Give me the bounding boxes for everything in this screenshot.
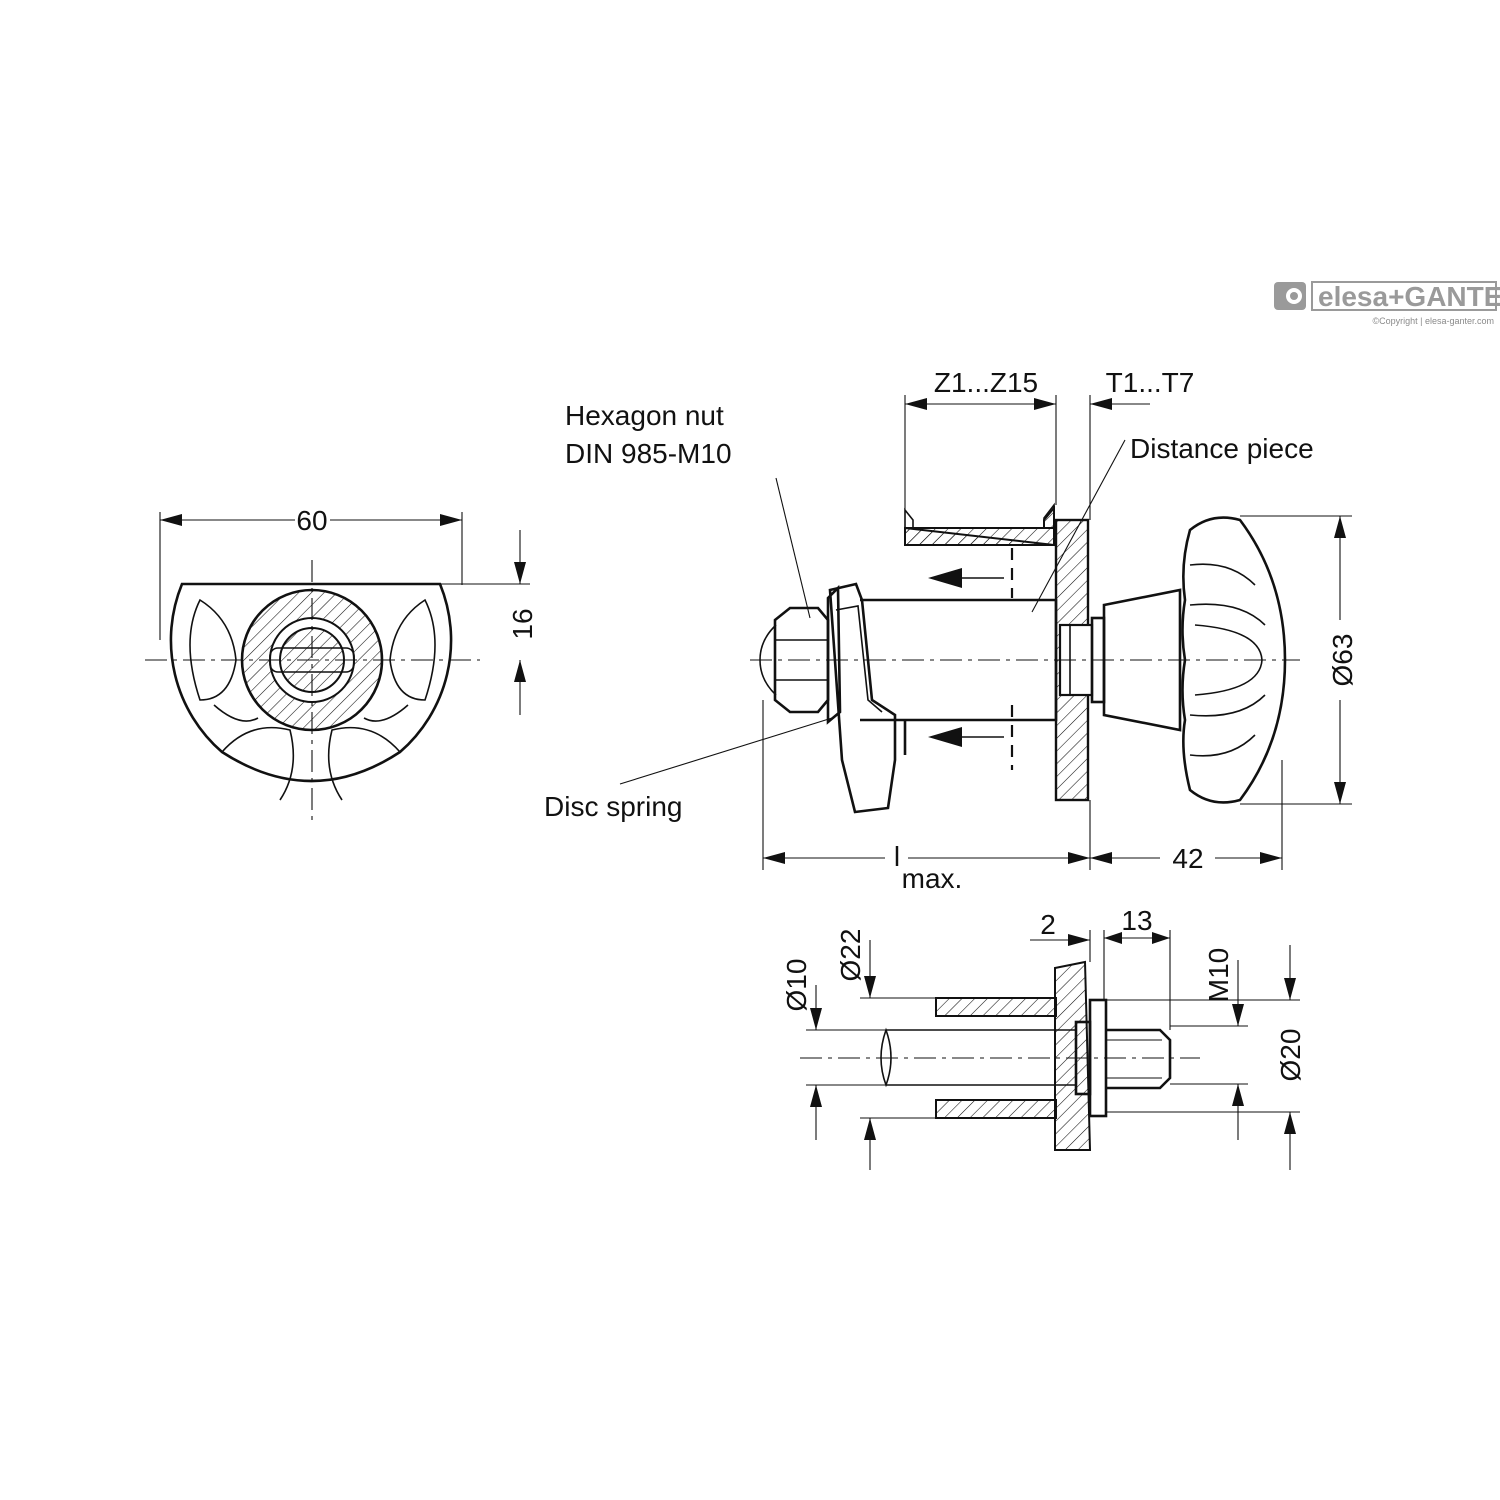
dim-len-13: 13 bbox=[1121, 905, 1152, 936]
dim-len-42: 42 bbox=[1172, 843, 1203, 874]
label-hexagon-nut: Hexagon nut bbox=[565, 400, 724, 431]
dim-z-range: Z1...Z15 bbox=[934, 367, 1038, 398]
label-disc-spring: Disc spring bbox=[544, 791, 682, 822]
label-distance-piece: Distance piece bbox=[1130, 433, 1314, 464]
dim-dia-20: Ø20 bbox=[1275, 1029, 1306, 1082]
dim-dia-10: Ø10 bbox=[781, 959, 812, 1012]
detail-view: Ø10 Ø22 2 13 M10 Ø20 bbox=[781, 905, 1306, 1170]
brand-logo: elesa+GANTER ©Copyright | elesa-ganter.c… bbox=[1274, 281, 1500, 326]
copyright-text: ©Copyright | elesa-ganter.com bbox=[1372, 316, 1494, 326]
dim-t-range: T1...T7 bbox=[1106, 367, 1195, 398]
label-din-985: DIN 985-M10 bbox=[565, 438, 732, 469]
front-view: 60 16 bbox=[145, 505, 538, 825]
dim-dia-63: Ø63 bbox=[1327, 634, 1358, 687]
side-view: Z1...Z15 T1...T7 bbox=[544, 367, 1358, 894]
dim-l: l bbox=[894, 841, 900, 872]
dim-height-16: 16 bbox=[507, 608, 538, 639]
dim-len-2: 2 bbox=[1040, 909, 1056, 940]
dim-width-60: 60 bbox=[296, 505, 327, 536]
dim-thread-m10: M10 bbox=[1203, 948, 1234, 1002]
dim-l-max: max. bbox=[902, 863, 963, 894]
dim-dia-22: Ø22 bbox=[835, 929, 866, 982]
logo-text: elesa+GANTER bbox=[1318, 281, 1500, 312]
